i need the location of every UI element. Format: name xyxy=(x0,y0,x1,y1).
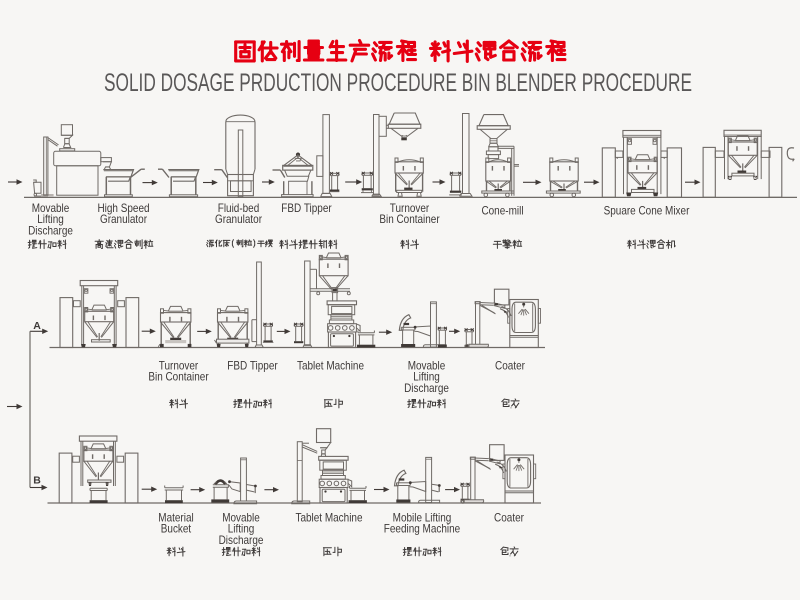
svg-text:Bin Container: Bin Container xyxy=(148,370,208,384)
svg-text:Tablet Machine: Tablet Machine xyxy=(296,510,363,524)
svg-text:Lifting: Lifting xyxy=(413,370,440,384)
svg-text:Lifting: Lifting xyxy=(37,212,64,226)
svg-text:Tablet Machine: Tablet Machine xyxy=(297,358,364,372)
svg-text:Spuare Cone Mixer: Spuare Cone Mixer xyxy=(604,203,690,217)
svg-text:Discharge: Discharge xyxy=(219,533,264,547)
svg-text:Bin Container: Bin Container xyxy=(379,212,439,226)
svg-text:A: A xyxy=(33,320,41,332)
svg-text:Cone-mill: Cone-mill xyxy=(481,203,523,217)
svg-text:Granulator: Granulator xyxy=(100,212,147,226)
svg-text:FBD Tipper: FBD Tipper xyxy=(227,358,277,372)
svg-text:B: B xyxy=(33,475,41,487)
svg-text:Mobile Lifting: Mobile Lifting xyxy=(393,510,452,524)
svg-text:Coater: Coater xyxy=(495,358,525,372)
svg-text:Material: Material xyxy=(158,510,193,524)
svg-text:Movable: Movable xyxy=(32,201,70,215)
svg-text:Fluid-bed: Fluid-bed xyxy=(218,201,260,215)
svg-text:High Speed: High Speed xyxy=(97,201,149,215)
svg-text:Turnover: Turnover xyxy=(159,358,199,372)
svg-text:Bucket: Bucket xyxy=(161,522,192,536)
svg-text:Movable: Movable xyxy=(222,510,260,524)
svg-text:Lifting: Lifting xyxy=(228,522,255,536)
svg-text:SOLID DOSAGE PRDUCTION PROCEDU: SOLID DOSAGE PRDUCTION PROCEDURE BIN BLE… xyxy=(104,69,692,97)
svg-text:FBD Tipper: FBD Tipper xyxy=(281,201,331,215)
svg-text:Discharge: Discharge xyxy=(28,224,73,238)
svg-text:Turnover: Turnover xyxy=(390,201,430,215)
svg-text:Movable: Movable xyxy=(408,358,446,372)
svg-text:Granulator: Granulator xyxy=(215,212,262,226)
svg-text:Coater: Coater xyxy=(494,510,524,524)
svg-text:Feeding Machine: Feeding Machine xyxy=(384,522,461,536)
svg-text:Discharge: Discharge xyxy=(404,381,449,395)
